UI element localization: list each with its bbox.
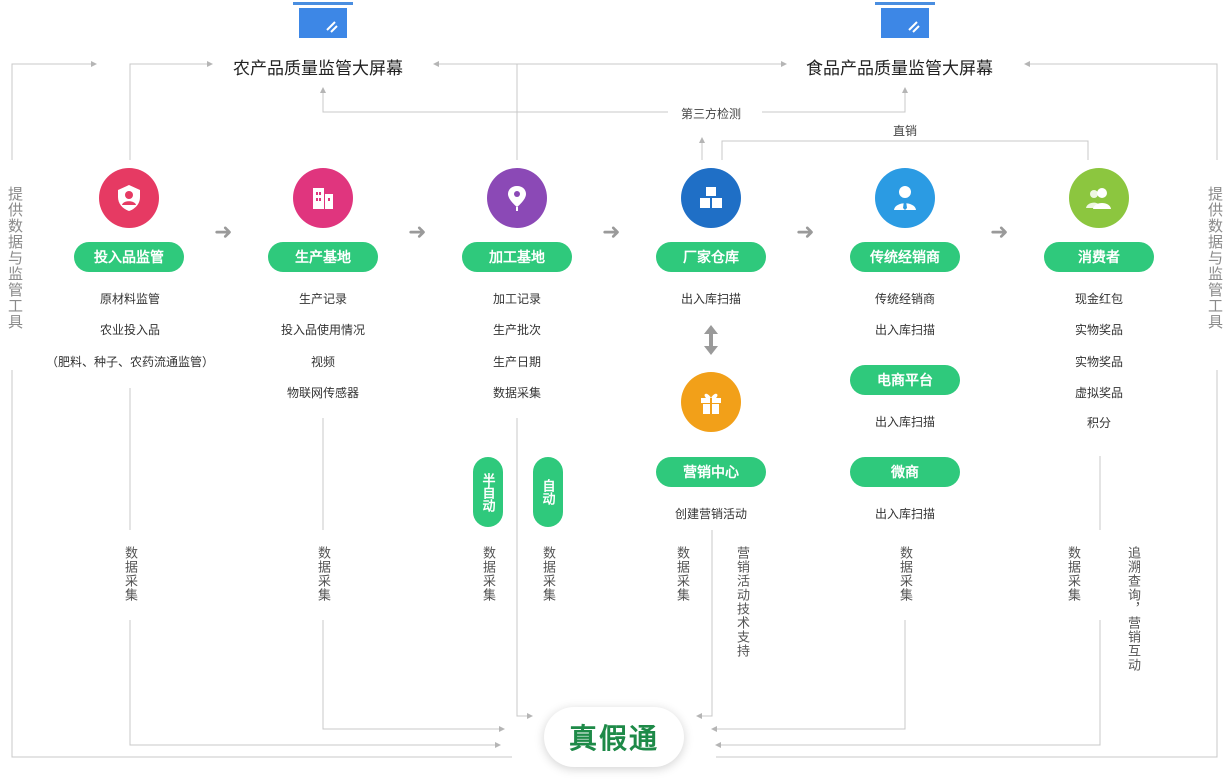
flow-arrow-icon: ➜: [990, 219, 1009, 244]
line-third-party-right: [762, 87, 908, 113]
side-label-left: 提供数据与监管工具: [6, 186, 23, 330]
consumer-item: 现金红包: [1074, 292, 1123, 306]
flow-arrow-icon: ➜: [796, 219, 815, 244]
third-party-label: 第三方检测: [681, 107, 742, 121]
ecommerce-node-label[interactable]: 电商平台: [850, 365, 960, 395]
direct-sale-label: 直销: [893, 124, 918, 138]
semi-auto-pill[interactable]: 半自动: [473, 457, 503, 527]
consumer-item: 积分: [1086, 416, 1111, 430]
inputs-item: 原材料监管: [99, 292, 160, 306]
consumer-item: 实物奖品: [1074, 323, 1123, 337]
auto-pill[interactable]: 自动: [533, 457, 563, 527]
data-collect-label: 数据采集: [541, 546, 556, 602]
processing-item: 数据采集: [492, 386, 541, 400]
inputs-item: （肥料、种子、农药流通监管）: [45, 355, 214, 369]
flow-arrow-icon: ➜: [214, 219, 233, 244]
ecommerce-item: 出入库扫描: [874, 415, 935, 429]
brand-logo[interactable]: 真假通: [544, 707, 684, 767]
marketing-node-label[interactable]: 营销中心: [656, 457, 766, 487]
line-inputs-up: [129, 61, 213, 160]
double-arrow-icon: [704, 325, 718, 355]
line-right-bottom: [716, 370, 1218, 758]
data-collect-label: 数据采集: [481, 546, 496, 602]
warehouse-node-icon: [681, 168, 741, 228]
flow-arrow-icon: ➜: [602, 219, 621, 244]
agri-screen-title: 农产品质量监管大屏幕: [233, 59, 403, 78]
line-right-top: [1024, 61, 1218, 160]
line-left-top: [11, 61, 97, 160]
distributor-node-label[interactable]: 传统经销商: [850, 242, 960, 272]
line-direct: [721, 140, 1089, 160]
marketing-node-icon: [681, 372, 741, 432]
consumer-node-label[interactable]: 消费者: [1044, 242, 1154, 272]
distributor-item: 传统经销商: [874, 292, 935, 306]
wechat-item: 出入库扫描: [874, 507, 935, 521]
processing-item: 生产日期: [492, 355, 541, 369]
data-collect-label: 数据采集: [675, 546, 690, 602]
production-item: 生产记录: [298, 292, 347, 306]
line-collect-1b: [129, 620, 501, 748]
processing-item: 加工记录: [492, 292, 541, 306]
consumer-node-icon: [1069, 168, 1129, 228]
data-collect-label: 数据采集: [1066, 546, 1081, 602]
production-item: 投入品使用情况: [280, 323, 365, 337]
marketing-item: 创建营销活动: [674, 507, 747, 521]
processing-node-label[interactable]: 加工基地: [462, 242, 572, 272]
line-left-bottom: [11, 370, 512, 758]
food-screen-title: 食品产品质量监管大屏幕: [806, 59, 993, 78]
production-item: 物联网传感器: [286, 386, 359, 400]
trace-query-label: 追溯查询，营销互动: [1126, 546, 1141, 672]
processing-node-icon: [487, 168, 547, 228]
production-node-icon: [293, 168, 353, 228]
flow-arrow-icon: ➜: [408, 219, 427, 244]
data-collect-label: 数据采集: [898, 546, 913, 602]
distributor-node-icon: [875, 168, 935, 228]
marketing-support-label: 营销活动技术支持: [735, 546, 750, 658]
inputs-node-label[interactable]: 投入品监管: [74, 242, 184, 272]
data-collect-label: 数据采集: [316, 546, 331, 602]
production-node-label[interactable]: 生产基地: [268, 242, 378, 272]
inputs-item: 农业投入品: [99, 323, 160, 337]
warehouse-node-label[interactable]: 厂家仓库: [656, 242, 766, 272]
side-label-right: 提供数据与监管工具: [1206, 186, 1223, 330]
data-collect-label: 数据采集: [123, 546, 138, 602]
line-third-party-left: [320, 87, 668, 113]
line-consumer-downb: [715, 620, 1101, 748]
line-marketing-down: [696, 530, 713, 719]
line-processing-down: [516, 418, 533, 719]
consumer-item: 实物奖品: [1074, 355, 1123, 369]
monitor-icon-agri: [293, 2, 353, 40]
processing-item: 生产批次: [492, 323, 541, 337]
wechat-node-label[interactable]: 微商: [850, 457, 960, 487]
monitor-icon-food: [875, 2, 935, 40]
distributor-item: 出入库扫描: [874, 323, 935, 337]
inputs-node-icon: [99, 168, 159, 228]
consumer-item: 虚拟奖品: [1074, 386, 1123, 400]
line-collect-6: [711, 620, 906, 732]
line-collect-2b: [322, 620, 505, 732]
production-item: 视频: [310, 355, 335, 369]
warehouse-item: 出入库扫描: [680, 292, 741, 306]
